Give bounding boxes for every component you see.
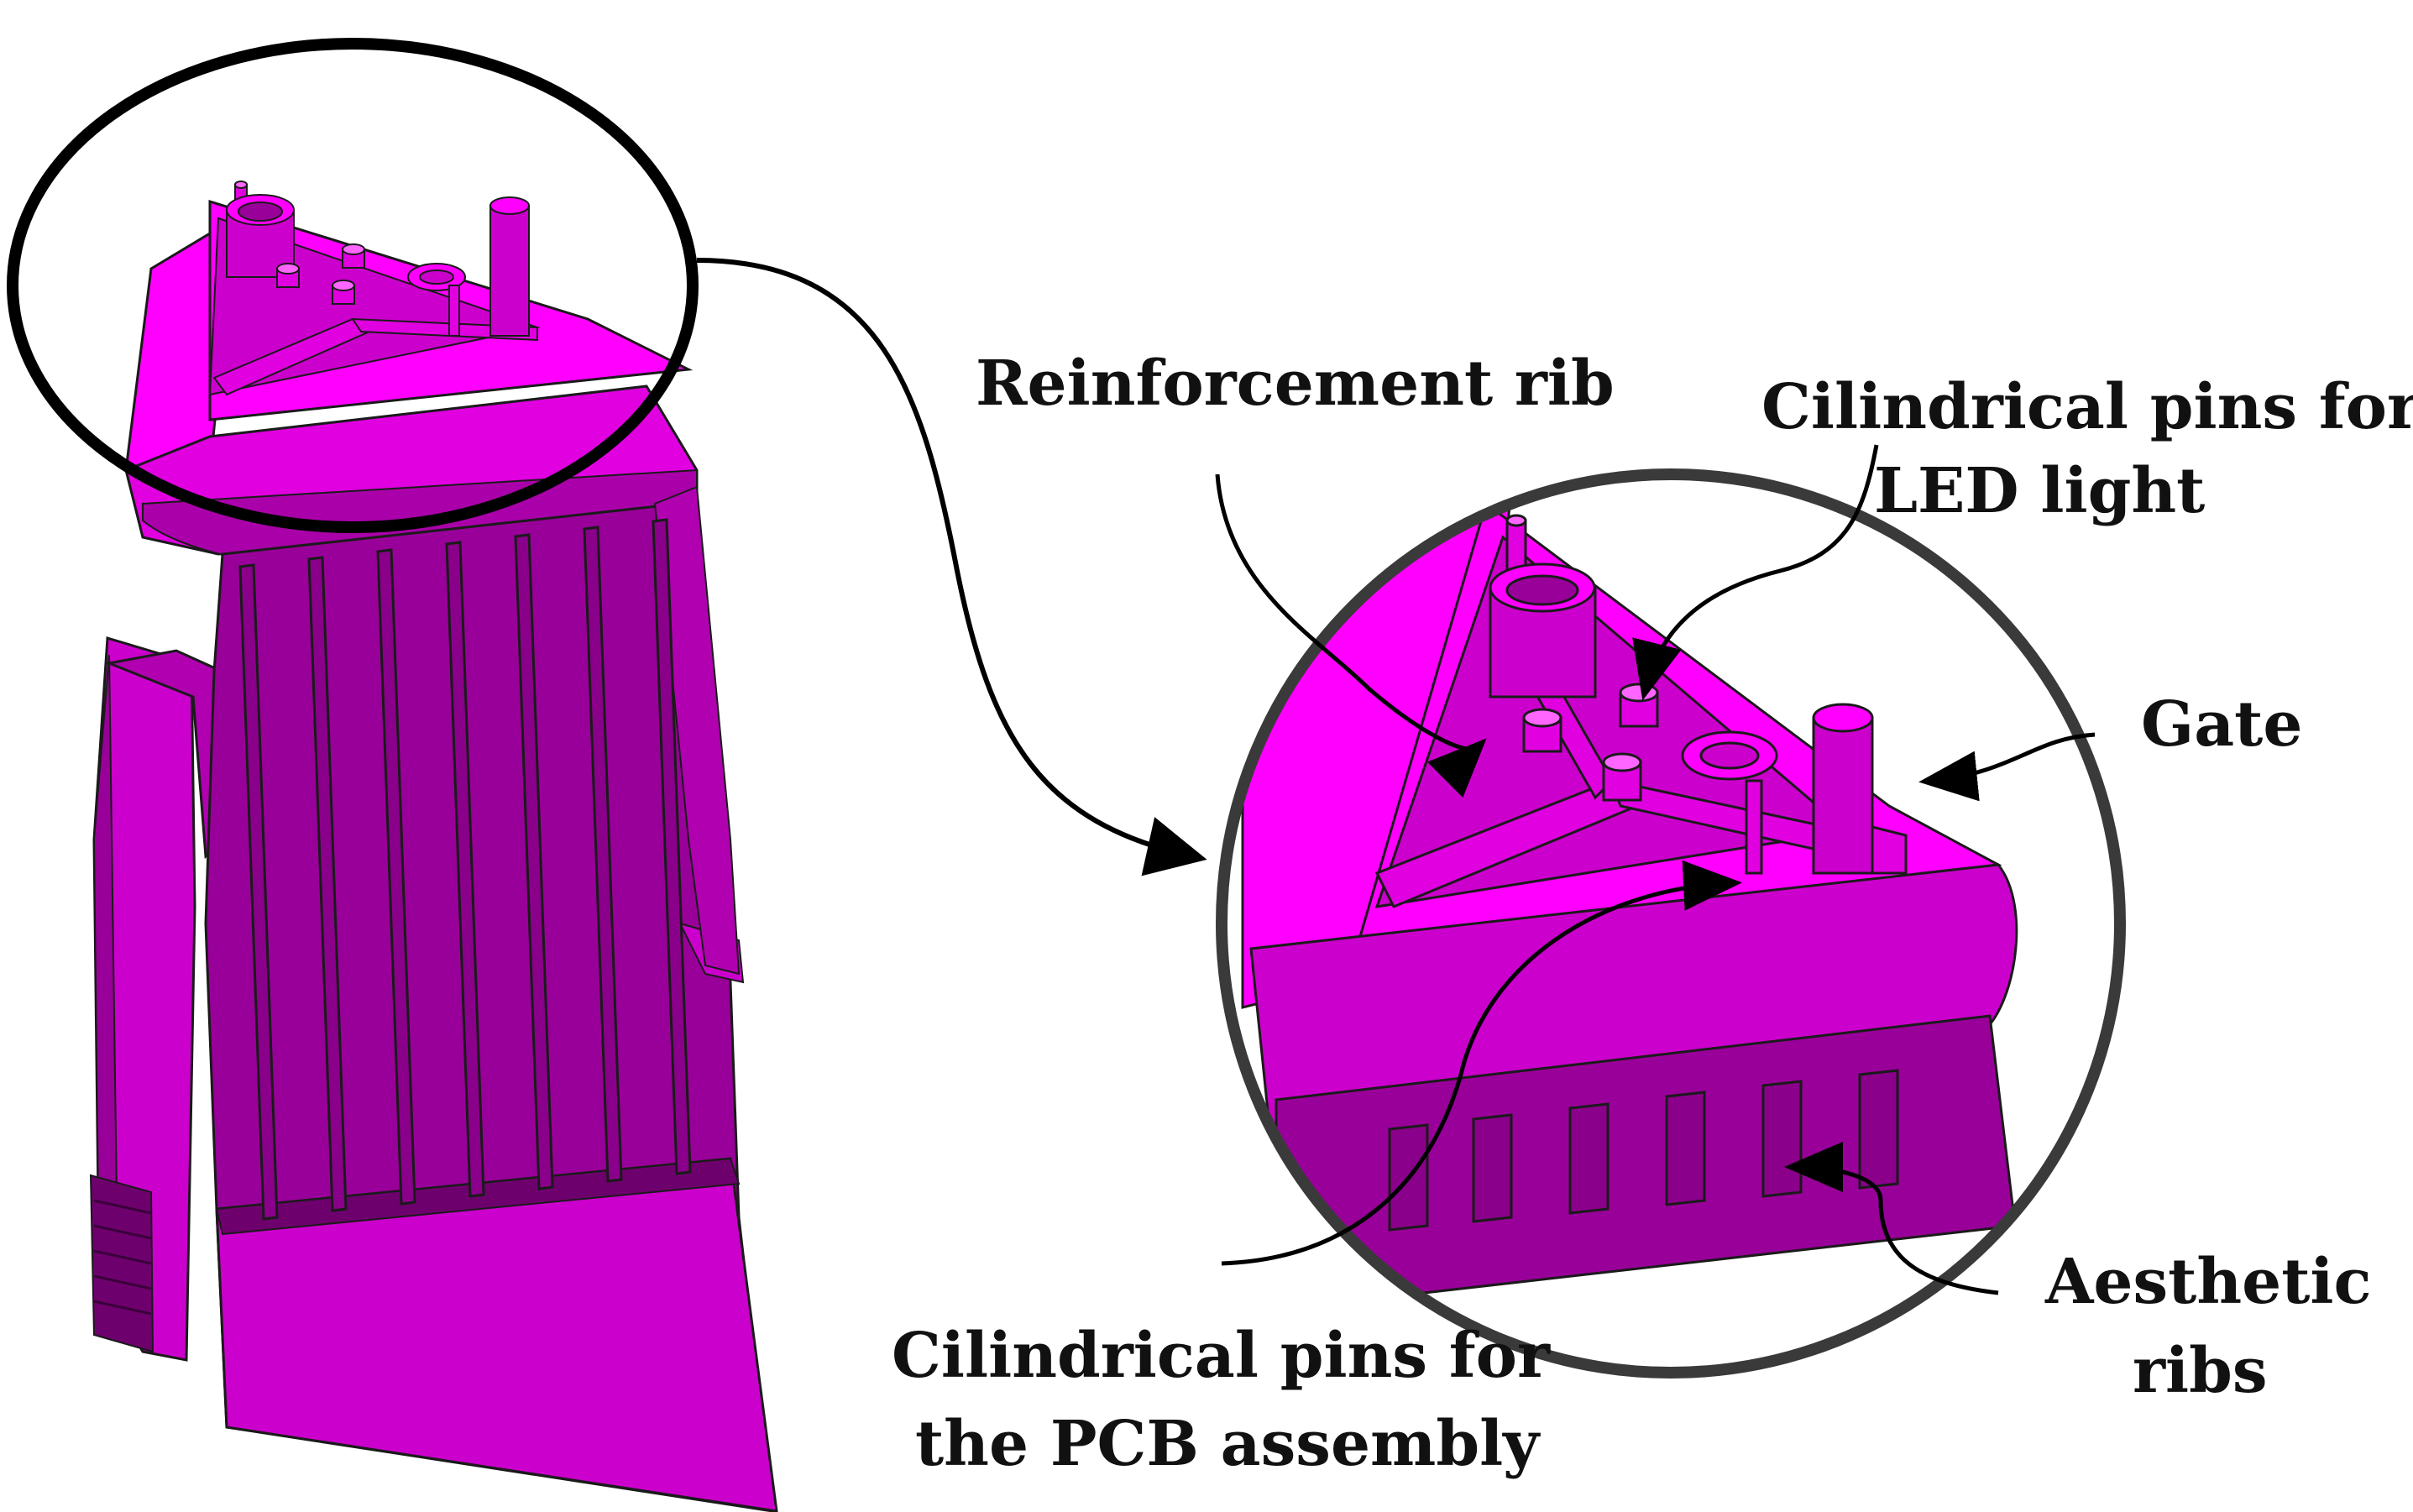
slot	[652, 518, 692, 1175]
slot	[583, 526, 623, 1183]
label-aesthetic-ribs-line1: Aesthetic	[2044, 1246, 2372, 1318]
detail-features	[1489, 514, 1908, 875]
aesthetic-rib	[1761, 1080, 1803, 1198]
detail-view	[1222, 474, 2120, 1373]
connector-arrow	[696, 258, 1207, 876]
label-aesthetic-ribs-line2: ribs	[2133, 1335, 2268, 1407]
leader-led-pins	[1632, 444, 1879, 701]
aesthetic-rib	[1472, 1113, 1513, 1223]
body-slots	[238, 518, 692, 1221]
small-pin	[1505, 519, 1527, 573]
led-pin	[448, 285, 460, 337]
aesthetic-rib	[1665, 1091, 1706, 1206]
leader-aesthetic-ribs	[1784, 1142, 1999, 1295]
detail-circle-border	[1216, 468, 2126, 1379]
leader-reinforcement-rib	[1215, 473, 1487, 798]
housing-part-full-view	[89, 180, 778, 1512]
leader-pcb-pins	[1221, 860, 1742, 1266]
slot	[376, 548, 416, 1206]
leader-lines	[1215, 444, 2096, 1295]
label-led-pins-line1: Cilindrical pins for	[1761, 371, 2413, 443]
slot	[307, 556, 348, 1212]
body-right-face	[653, 485, 741, 976]
tall-cylinder	[1812, 716, 1874, 875]
slot	[238, 563, 279, 1221]
label-reinforcement-rib: Reinforcement rib	[976, 348, 1615, 420]
leg-stack-lines	[93, 1199, 152, 1316]
label-gate: Gate	[2141, 688, 2302, 761]
aesthetic-rib	[1858, 1069, 1899, 1190]
label-pcb-pins-line2: the PCB assembly	[915, 1408, 1541, 1480]
label-led-pins-line2: LED light	[1874, 455, 2205, 527]
callout-ellipse	[7, 38, 699, 533]
slot	[445, 541, 485, 1198]
slot	[514, 533, 554, 1190]
leg-stack	[89, 1174, 154, 1353]
detail-aesthetic-ribs	[1388, 1069, 1899, 1232]
label-pcb-pins-line1: Cilindrical pins for	[892, 1320, 1551, 1392]
thin-pin	[1745, 779, 1763, 875]
cap-features	[226, 180, 530, 337]
labels: Reinforcement rib Cilindrical pins for L…	[892, 348, 2413, 1480]
gate-block	[1871, 825, 1908, 875]
tall-cylinder	[489, 205, 530, 337]
leader-gate	[1918, 732, 2096, 802]
aesthetic-rib	[1568, 1102, 1610, 1215]
